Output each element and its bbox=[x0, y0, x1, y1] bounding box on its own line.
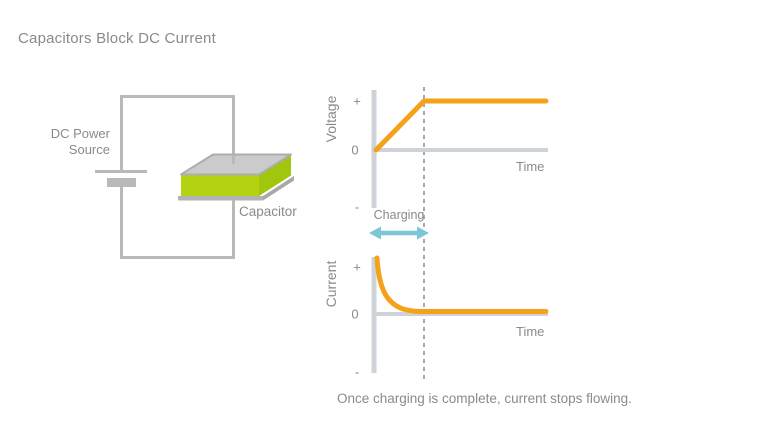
charging-label: Charging bbox=[373, 208, 425, 222]
dc-power-source-label: DC Power Source bbox=[51, 126, 110, 158]
voltage-axis-label: Voltage bbox=[323, 95, 339, 143]
voltage-time-axis-label: Time bbox=[516, 159, 545, 174]
capacitor-dielectric-side bbox=[259, 154, 291, 196]
circuit-diagram bbox=[95, 95, 294, 259]
capacitor-icon bbox=[178, 153, 294, 201]
current-curve bbox=[374, 255, 549, 315]
circuit-wire-bottom bbox=[120, 187, 235, 259]
page-title: Capacitors Block DC Current bbox=[18, 30, 216, 47]
current-minus-tick: - bbox=[354, 364, 360, 380]
capacitor-dielectric-front bbox=[181, 174, 259, 196]
capacitor-label: Capacitor bbox=[239, 204, 297, 219]
caption-text: Once charging is complete, current stops… bbox=[337, 391, 632, 406]
voltage-chart bbox=[371, 90, 549, 208]
dc-power-source-label-line2: Source bbox=[68, 142, 110, 157]
voltage-minus-tick: - bbox=[354, 199, 360, 215]
capacitor-bottom-plate-side bbox=[263, 176, 294, 201]
current-chart bbox=[371, 255, 549, 373]
voltage-plus-tick: + bbox=[353, 93, 361, 109]
circuit-wire-top bbox=[120, 95, 235, 170]
current-time-axis-label: Time bbox=[516, 324, 545, 339]
charging-arrow-right-head bbox=[417, 226, 429, 240]
voltage-curve bbox=[373, 98, 549, 153]
current-plus-tick: + bbox=[353, 259, 361, 275]
charging-range-arrow-icon bbox=[369, 226, 429, 240]
capacitor-bottom-plate-front bbox=[178, 196, 263, 201]
dc-power-source-label-line1: DC Power bbox=[50, 126, 110, 141]
capacitor-top-plate bbox=[180, 153, 292, 176]
battery-short-plate-icon bbox=[107, 178, 136, 187]
current-axis-label: Current bbox=[323, 260, 339, 308]
voltage-zero-tick: 0 bbox=[351, 142, 359, 158]
charging-arrow-left-head bbox=[369, 226, 381, 240]
current-zero-tick: 0 bbox=[351, 306, 359, 322]
